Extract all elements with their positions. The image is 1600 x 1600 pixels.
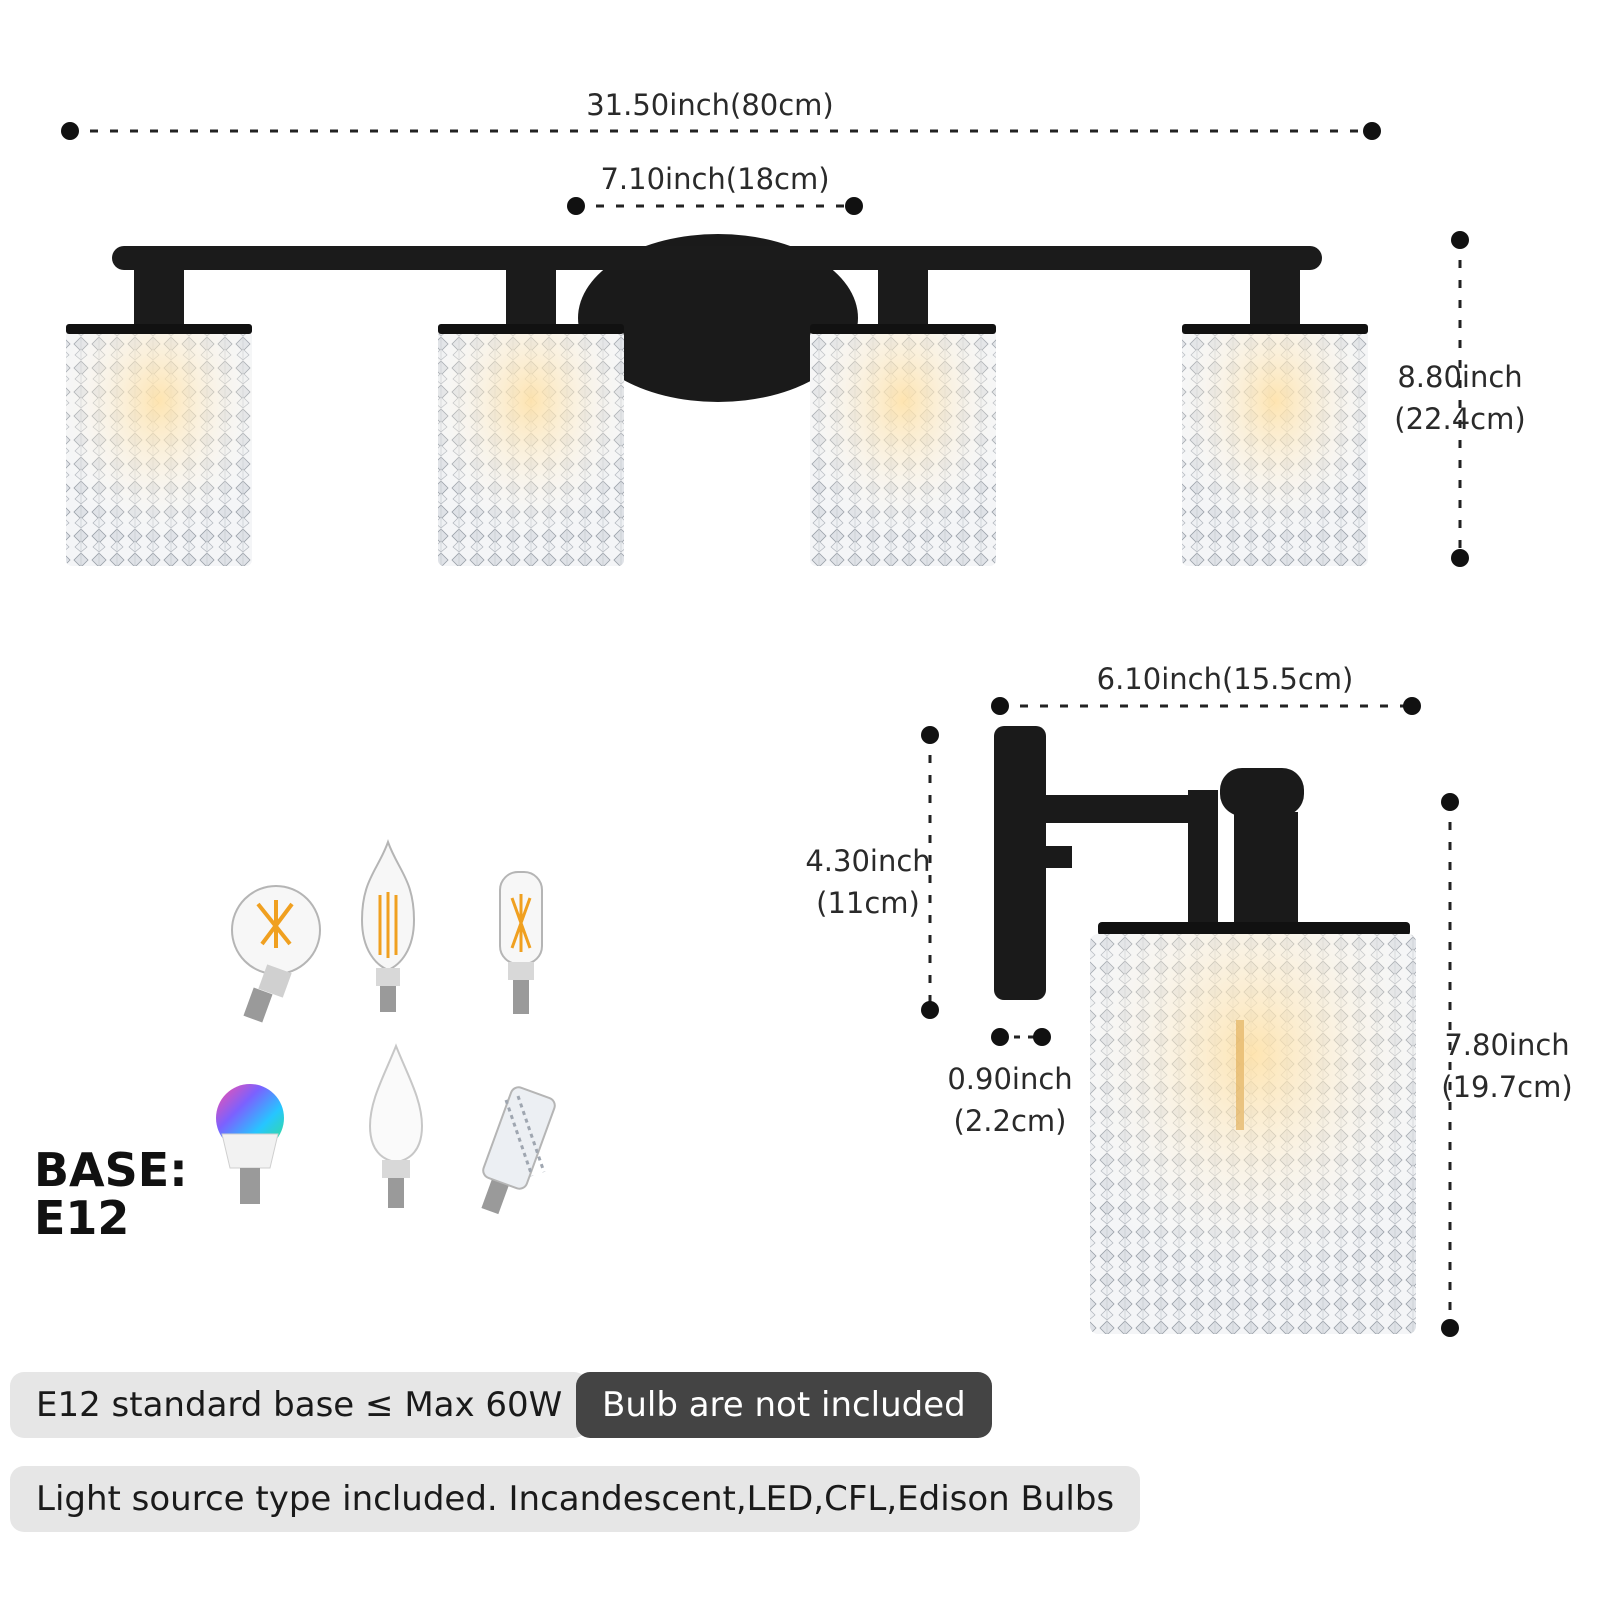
backplate-height-dimension <box>921 726 939 1019</box>
backplate-height-label-inch: 4.30inch <box>805 844 931 878</box>
overall-width-label: 31.50inch(80cm) <box>586 88 834 122</box>
overall-width-dimension <box>61 122 1381 140</box>
single-width-dimension <box>991 697 1421 715</box>
single-width-label: 6.10inch(15.5cm) <box>1096 662 1354 696</box>
backplate-height-label-cm: (11cm) <box>816 886 920 920</box>
base-spec-badge: E12 standard base ≤ Max 60W <box>10 1372 589 1438</box>
fixture-height-label-inch: 8.80inch <box>1397 360 1523 394</box>
single-sconce-side-view <box>994 726 1416 1334</box>
vanity-light-fixture <box>66 234 1368 566</box>
fixture-height-label-cm: (22.4cm) <box>1394 402 1526 436</box>
backplate-depth-dimension <box>991 1028 1051 1046</box>
corn-led-bulb-icon <box>481 1086 556 1215</box>
shade-height-dimension <box>1441 793 1459 1337</box>
rgb-smart-bulb-icon <box>216 1084 284 1204</box>
shade-height-label-inch: 7.80inch <box>1444 1028 1570 1062</box>
globe-filament-bulb-icon <box>231 885 321 1023</box>
crystal-shade <box>810 324 996 566</box>
fixture-height-dimension <box>1451 231 1469 567</box>
light-source-badge: Light source type included. Incandescent… <box>10 1466 1141 1532</box>
bulb-not-included-badge: Bulb are not included <box>576 1372 992 1438</box>
shade-height-label-cm: (19.7cm) <box>1441 1070 1573 1104</box>
base-type-title: BASE: E12 <box>34 1146 188 1242</box>
crystal-shade <box>66 324 252 566</box>
canopy-width-label: 7.10inch(18cm) <box>600 162 830 196</box>
base-title-line1: BASE: <box>34 1143 188 1197</box>
crystal-shade <box>1182 324 1368 566</box>
canopy-width-dimension <box>567 197 863 215</box>
tubular-filament-bulb-icon <box>499 871 543 1014</box>
flame-tip-candle-bulb-icon <box>360 839 416 1012</box>
crystal-shade <box>438 324 624 566</box>
base-title-line2: E12 <box>34 1191 130 1245</box>
backplate-depth-label-cm: (2.2cm) <box>953 1104 1067 1138</box>
led-candle-bulb-icon <box>368 1043 424 1208</box>
backplate-depth-label-inch: 0.90inch <box>947 1062 1073 1096</box>
